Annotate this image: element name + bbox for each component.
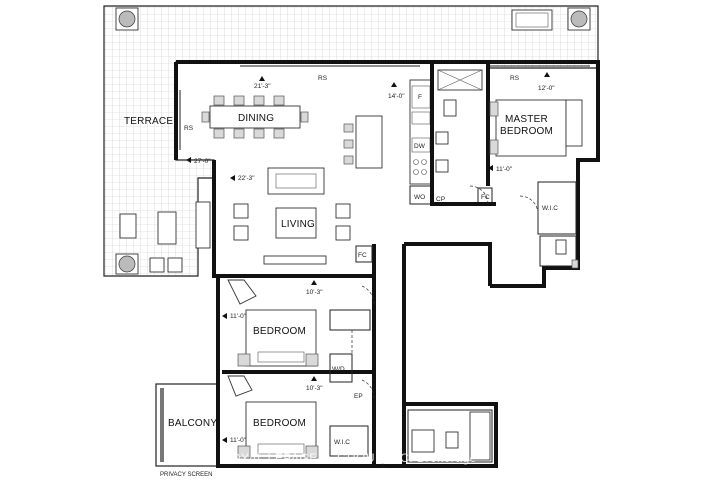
living-label: LIVING xyxy=(281,219,315,230)
terrace-bench xyxy=(195,201,211,249)
dishwasher-tag: DW xyxy=(414,143,426,150)
master-bedroom-furniture xyxy=(489,99,583,157)
kitchen: F DW xyxy=(343,79,433,185)
rs-top-tag: RS xyxy=(318,75,328,82)
master-bath xyxy=(430,62,496,206)
fc-hall-tag: FC xyxy=(481,194,490,201)
bedroom-1-furniture xyxy=(227,279,319,367)
fc-living-tag: FC xyxy=(358,252,367,259)
bedroom-2-width-dim: 10'-3" xyxy=(306,385,323,392)
terrace-table xyxy=(157,211,177,245)
toilet-icon xyxy=(445,431,459,449)
planter-icon xyxy=(115,253,139,275)
rs-master-tag: RS xyxy=(510,75,520,82)
privacy-screen-label: PRIVACY SCREEN xyxy=(160,472,212,478)
terrace-depth-dim: 27'-0" xyxy=(194,158,211,165)
wo-tag: WO xyxy=(414,194,425,201)
master-label-line1: MASTER xyxy=(505,114,548,125)
toilet-icon xyxy=(555,239,567,255)
watermark: ROYAL LEPAGE ... GROUP INC. Brokerage xyxy=(222,451,477,465)
rs-left-tag: RS xyxy=(184,125,194,132)
door-swings xyxy=(361,185,539,401)
lounge-chair xyxy=(511,9,553,31)
planter-icon xyxy=(567,7,591,31)
windows xyxy=(179,65,590,150)
bedroom-1-depth-dim: 11'-0" xyxy=(230,313,247,320)
dining-set: DINING xyxy=(201,95,309,139)
bed xyxy=(495,99,567,157)
master-width-dim: 12'-0" xyxy=(538,85,555,92)
armchair xyxy=(227,375,253,397)
master-depth-dim: 11'-0" xyxy=(496,166,513,173)
vanity xyxy=(411,429,435,453)
dining-depth-dim: 14'-0" xyxy=(388,93,405,100)
living-width-dim: 22'-3" xyxy=(238,175,255,182)
fridge-tag: F xyxy=(418,94,422,101)
l-tag: L xyxy=(382,463,386,470)
bedroom-2-depth-dim: 11'-0" xyxy=(230,437,247,444)
dining-label: DINING xyxy=(238,113,274,124)
dining-width-dim: 21'-3" xyxy=(254,83,271,90)
bedroom-1-label: BEDROOM xyxy=(253,326,306,337)
planter-icon xyxy=(115,7,139,31)
bed xyxy=(245,309,317,367)
bedroom-1-width-dim: 10'-3" xyxy=(306,289,323,296)
sofa xyxy=(267,167,325,195)
bathtub xyxy=(469,411,491,461)
terrace-chair xyxy=(119,213,137,239)
bedroom-2-label: BEDROOM xyxy=(253,418,306,429)
balcony-area: BALCONY PRIVACY SCREEN xyxy=(155,383,219,478)
balcony-label: BALCONY xyxy=(168,418,217,429)
wd-tag: W/D xyxy=(332,366,345,373)
terrace-label: TERRACE xyxy=(124,116,173,127)
second-bath xyxy=(407,409,493,463)
living-set: LIVING xyxy=(233,167,351,265)
master-label-line2: BEDROOM xyxy=(500,126,553,137)
wic-bedroom-label: W.I.C xyxy=(334,439,350,446)
bed xyxy=(245,401,317,459)
kitchen-island xyxy=(355,115,383,169)
exterior-walls xyxy=(174,60,600,468)
armchair xyxy=(227,279,257,305)
toilet-icon xyxy=(443,99,457,117)
ep-tag: EP xyxy=(354,393,363,400)
bedroom-2-furniture xyxy=(227,375,319,459)
wic-master-label: W.I.C xyxy=(542,205,558,212)
cp-tag: CP xyxy=(436,196,445,203)
